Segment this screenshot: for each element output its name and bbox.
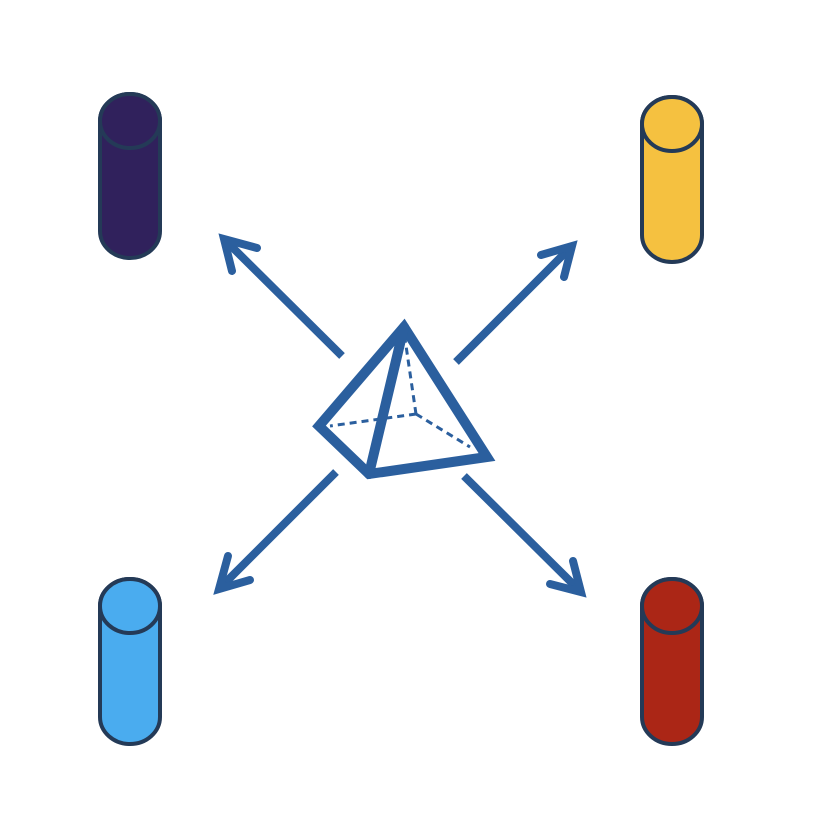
cylinder-icon — [640, 577, 704, 746]
cylinder-icon — [640, 95, 704, 264]
cylinder-icon — [98, 92, 162, 260]
arrow-up-left-icon — [218, 233, 345, 359]
arrow-down-right-icon — [461, 473, 587, 598]
cylinder-top — [98, 92, 162, 150]
pyramid-icon — [312, 318, 496, 480]
arrow-down-left-icon — [213, 469, 339, 595]
cylinder-top — [640, 577, 704, 635]
cylinder-top — [640, 95, 704, 153]
cylinder-icon — [98, 577, 162, 746]
arrow-up-right-icon — [453, 240, 578, 365]
cylinder-top — [98, 577, 162, 635]
